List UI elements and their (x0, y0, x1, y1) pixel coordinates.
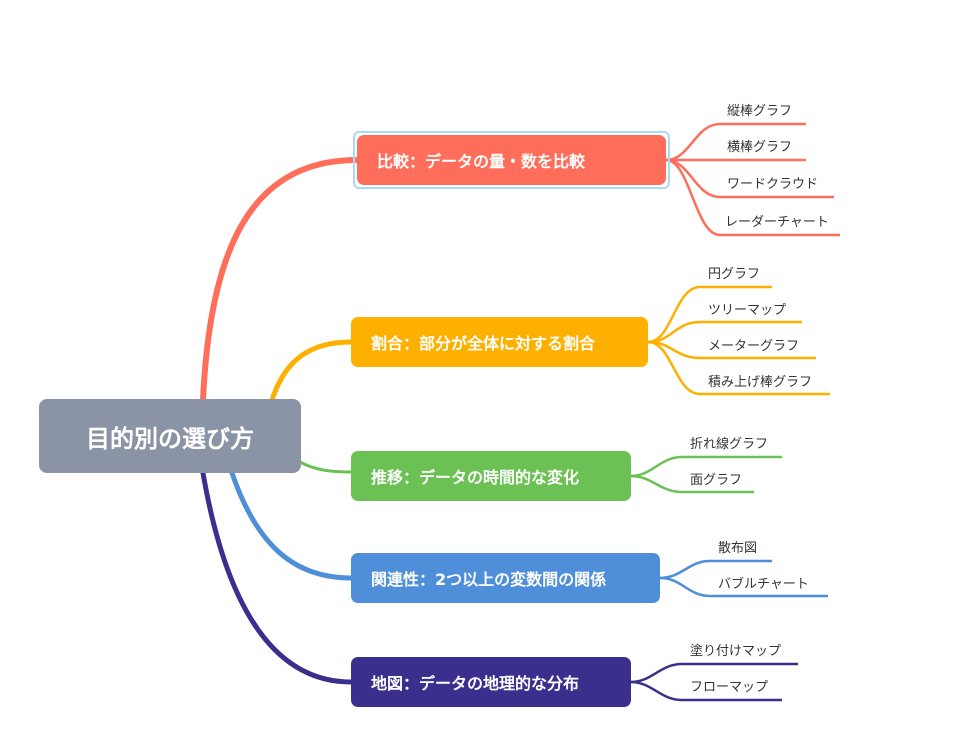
selection-outline (353, 131, 670, 189)
branch-node-correlation[interactable]: 関連性：2つ以上の変数間の関係 (351, 553, 660, 603)
connector-root-compare (200, 157, 360, 403)
leaf-trend-2[interactable]: 面グラフ (690, 473, 743, 488)
branch-node-trend[interactable]: 推移：データの時間的な変化 (351, 451, 631, 501)
leaf-map-1[interactable]: 塗り付けマップ (690, 644, 782, 659)
leaf-ratio-2[interactable]: ツリーマップ (708, 303, 787, 318)
leaf-correlation-1[interactable]: 散布図 (718, 541, 758, 556)
leaf-connectors-compare (665, 122, 840, 237)
leaf-connectors-trend (630, 455, 782, 494)
leaf-connectors-correlation (659, 559, 828, 598)
leaf-map-2[interactable]: フローマップ (690, 680, 769, 695)
branch-node-map[interactable]: 地図：データの地理的な分布 (351, 657, 631, 707)
leaf-compare-1[interactable]: 縦棒グラフ (727, 104, 793, 119)
branch-node-ratio[interactable]: 割合：部分が全体に対する割合 (351, 317, 648, 367)
leaf-correlation-2[interactable]: バブルチャート (718, 577, 809, 592)
leaf-connectors-ratio (647, 285, 830, 396)
leaf-ratio-4[interactable]: 積み上げ棒グラフ (708, 375, 813, 390)
leaf-connectors-map (630, 662, 798, 702)
connector-root-ratio (269, 339, 354, 403)
leaf-trend-1[interactable]: 折れ線グラフ (690, 437, 769, 452)
connector-root-trend (298, 460, 353, 474)
connector-root-correlation (229, 470, 354, 581)
branch-node-compare[interactable]: 比較：データの量・数を比較 (357, 135, 666, 185)
leaf-ratio-1[interactable]: 円グラフ (708, 267, 761, 282)
connector-root-map (200, 470, 354, 685)
leaf-compare-3[interactable]: ワードクラウド (727, 177, 819, 192)
leaf-ratio-3[interactable]: メーターグラフ (708, 339, 800, 354)
leaf-compare-2[interactable]: 横棒グラフ (727, 140, 793, 155)
leaf-compare-4[interactable]: レーダーチャート (725, 215, 829, 230)
root-node[interactable]: 目的別の選び方 (39, 399, 301, 473)
